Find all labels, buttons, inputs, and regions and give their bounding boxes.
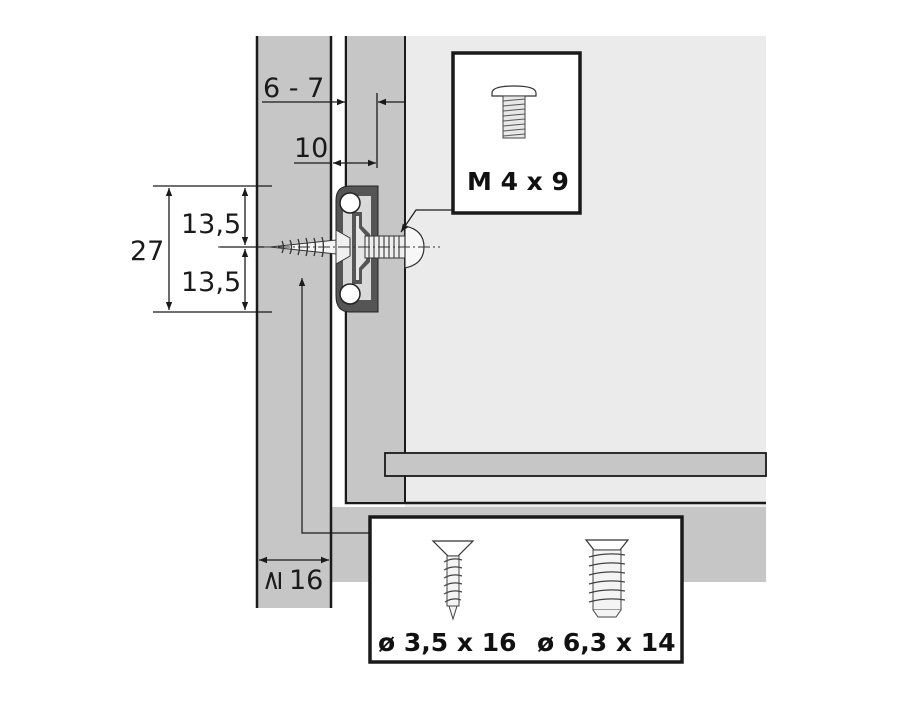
- callout-wood-screws: ø 3,5 x 16 ø 6,3 x 14: [368, 515, 684, 664]
- gap-dimension-group: [262, 93, 404, 168]
- bearing-ball-bottom: [339, 283, 361, 305]
- label-wood-screw: ø 3,5 x 16: [378, 628, 517, 657]
- euro-screw-icon: [584, 539, 630, 618]
- dim-slide-offset: 10: [294, 133, 328, 164]
- dim-total-height: 27: [130, 236, 164, 267]
- wood-screw-icon: [431, 540, 475, 621]
- dim-lower-half: 13,5: [181, 267, 241, 298]
- cabinet-side-wall: [257, 36, 331, 608]
- callout-machine-screw: M 4 x 9: [451, 51, 582, 215]
- dim-upper-half: 13,5: [181, 209, 241, 240]
- label-machine-screw: M 4 x 9: [467, 167, 569, 196]
- machine-screw-icon: [491, 85, 537, 139]
- dim-gap: 6 - 7: [263, 73, 324, 104]
- bearing-ball-top: [339, 192, 361, 214]
- ball-bearing-slide: [335, 185, 379, 313]
- leader-machine-screw: [400, 209, 453, 233]
- dim-wall-thickness: 16: [289, 565, 323, 596]
- dim-wall-min-symbol: ≥: [257, 569, 288, 592]
- leader-wood-screw: [298, 278, 370, 534]
- height-dimension-group: [153, 185, 272, 313]
- drawer-bottom-rail: [384, 452, 767, 477]
- label-euro-screw: ø 6,3 x 14: [537, 628, 676, 657]
